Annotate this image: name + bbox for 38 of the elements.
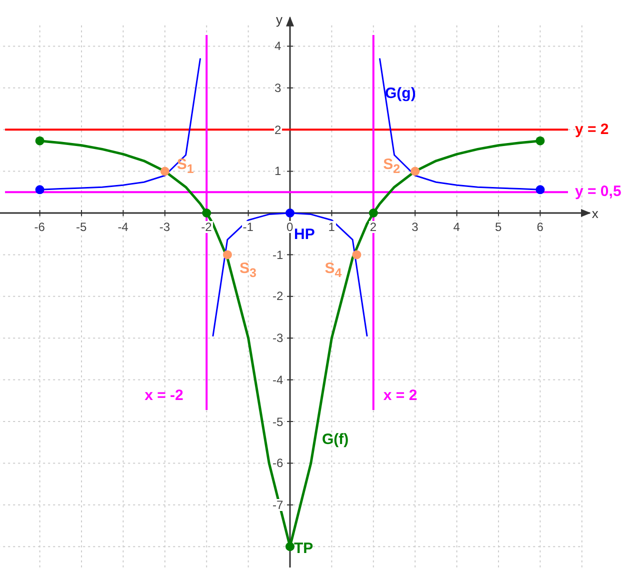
tick-label: -2 [200, 221, 213, 233]
asymptote-label: y = 2 [575, 122, 609, 137]
tick-label: -1 [272, 248, 284, 261]
tick-label: -4 [272, 374, 284, 386]
tick-label: -6 [272, 457, 284, 470]
tick-label: -6 [33, 221, 46, 233]
tick-label: 5 [494, 221, 503, 233]
tick-label: -5 [75, 221, 88, 233]
point-label: S$_{2}$ [383, 157, 400, 176]
tick-label: -5 [272, 416, 284, 428]
point-label: HP [294, 227, 315, 242]
tick-label: -3 [158, 221, 172, 233]
tick-label: -3 [272, 332, 284, 344]
point-label: S$_{1}$ [176, 157, 194, 176]
curve-label: G(g) [385, 86, 416, 101]
tick-label: -4 [116, 221, 130, 233]
tick-label: 2 [368, 221, 378, 233]
axis-label: y [276, 13, 282, 26]
point-label: S$_{3}$ [239, 260, 256, 280]
asymptote-label: x = -2 [144, 388, 184, 403]
asymptote-label: y = 0,5 [575, 184, 622, 200]
tick-label: 0 [286, 221, 294, 233]
tick-label: 3 [410, 221, 420, 233]
tick-label: 3 [274, 82, 282, 94]
tick-label: 6 [536, 221, 544, 233]
tick-label: -2 [272, 290, 284, 302]
tick-label: -7 [272, 498, 284, 511]
tick-label: 4 [274, 40, 282, 52]
tick-label: 4 [452, 221, 461, 233]
point-label: S$_{4}$ [324, 260, 342, 280]
tick-label: 1 [274, 165, 282, 178]
axis-label: x [592, 207, 598, 220]
point-label: TP [294, 540, 314, 556]
tick-label: 2 [274, 124, 282, 136]
curve-label: G(f) [322, 432, 349, 447]
tick-label: 1 [327, 221, 336, 233]
asymptote-label: x = 2 [383, 388, 418, 403]
tick-label: -1 [242, 221, 254, 233]
